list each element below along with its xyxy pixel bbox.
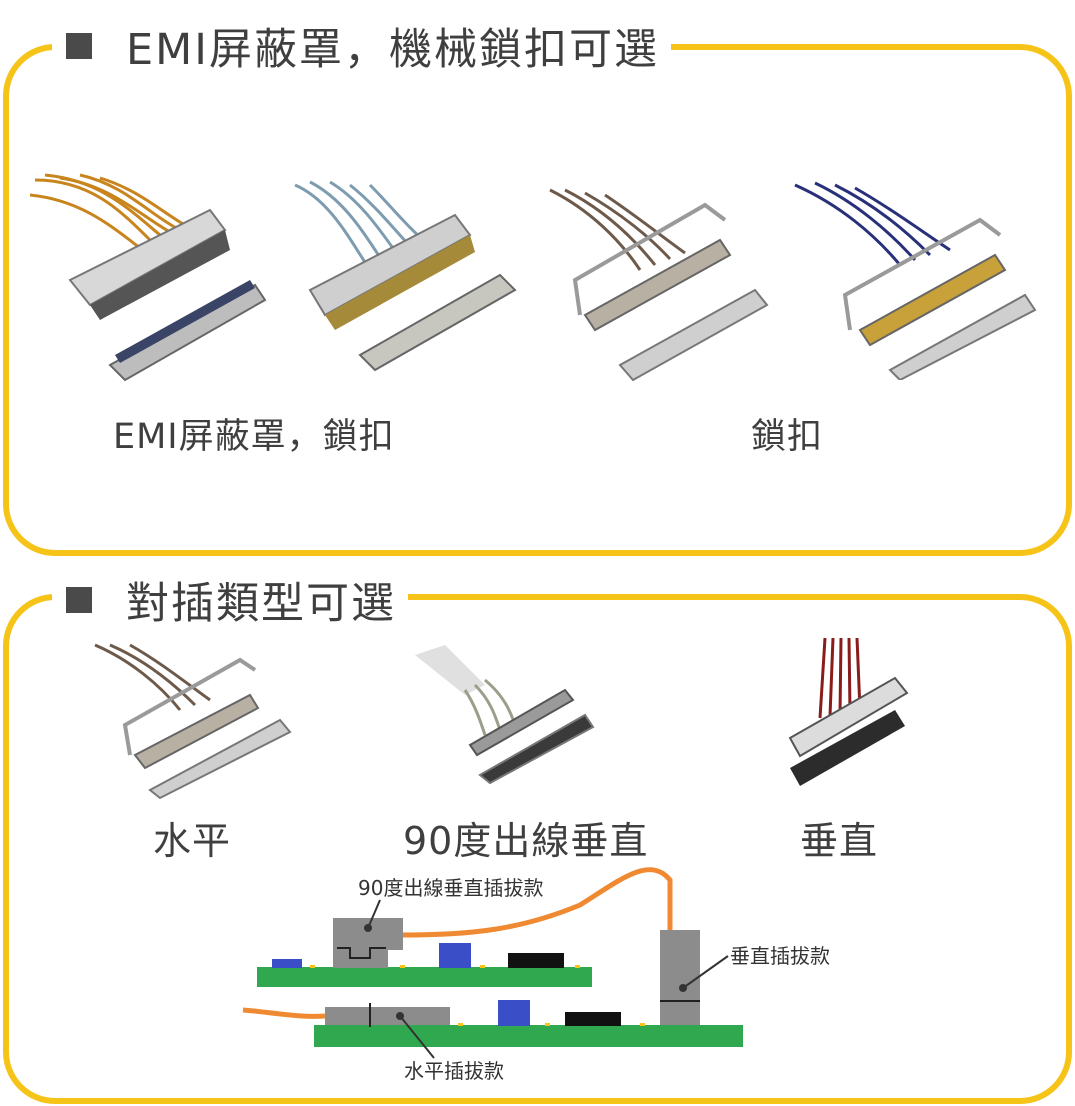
type-label-horizontal: 水平 bbox=[153, 819, 232, 863]
mating-type-diagram: 90度出線垂直插拔款 垂直插拔款 水平插拔款 bbox=[242, 867, 830, 1083]
square-bullet-icon bbox=[66, 33, 92, 59]
callout-90-degree: 90度出線垂直插拔款 bbox=[358, 876, 543, 900]
caption-latch: 鎖扣 bbox=[751, 417, 824, 457]
connector-image-vertical bbox=[788, 638, 909, 786]
cable bbox=[402, 867, 673, 938]
black-chip bbox=[565, 1012, 621, 1026]
connector-90-degree-plug bbox=[333, 918, 403, 950]
connector-image-latch-navy bbox=[794, 181, 1037, 380]
mating-type-section-frame bbox=[3, 594, 1072, 1104]
callout-vertical: 垂直插拔款 bbox=[730, 944, 830, 968]
type-label-vertical: 垂直 bbox=[800, 819, 879, 863]
square-bullet-icon bbox=[66, 587, 92, 613]
connector-image-horizontal bbox=[94, 643, 292, 800]
blue-chip bbox=[439, 943, 471, 968]
connector-image-emi-blue bbox=[294, 180, 517, 372]
mating-type-section-title: 對插類型可選 bbox=[126, 579, 396, 629]
emi-section-title: EMI屏蔽罩，機械鎖扣可選 bbox=[126, 25, 659, 75]
connector-image-latch-brown bbox=[549, 188, 769, 382]
callout-horizontal: 水平插拔款 bbox=[404, 1059, 504, 1083]
blue-chip bbox=[498, 1000, 530, 1026]
connector-horizontal bbox=[325, 1007, 450, 1025]
lower-pcb bbox=[314, 1025, 743, 1047]
emi-section-header: EMI屏蔽罩，機械鎖扣可選 bbox=[52, 18, 671, 75]
blue-chip bbox=[272, 959, 302, 968]
mating-type-section-header: 對插類型可選 bbox=[52, 572, 408, 629]
connector-image-emi-gold bbox=[30, 173, 267, 382]
caption-emi-latch: EMI屏蔽罩，鎖扣 bbox=[113, 417, 395, 457]
type-label-90-degree: 90度出線垂直 bbox=[403, 819, 649, 863]
black-chip bbox=[508, 953, 564, 968]
upper-pcb bbox=[257, 967, 592, 987]
connector-image-90-degree bbox=[415, 645, 595, 785]
